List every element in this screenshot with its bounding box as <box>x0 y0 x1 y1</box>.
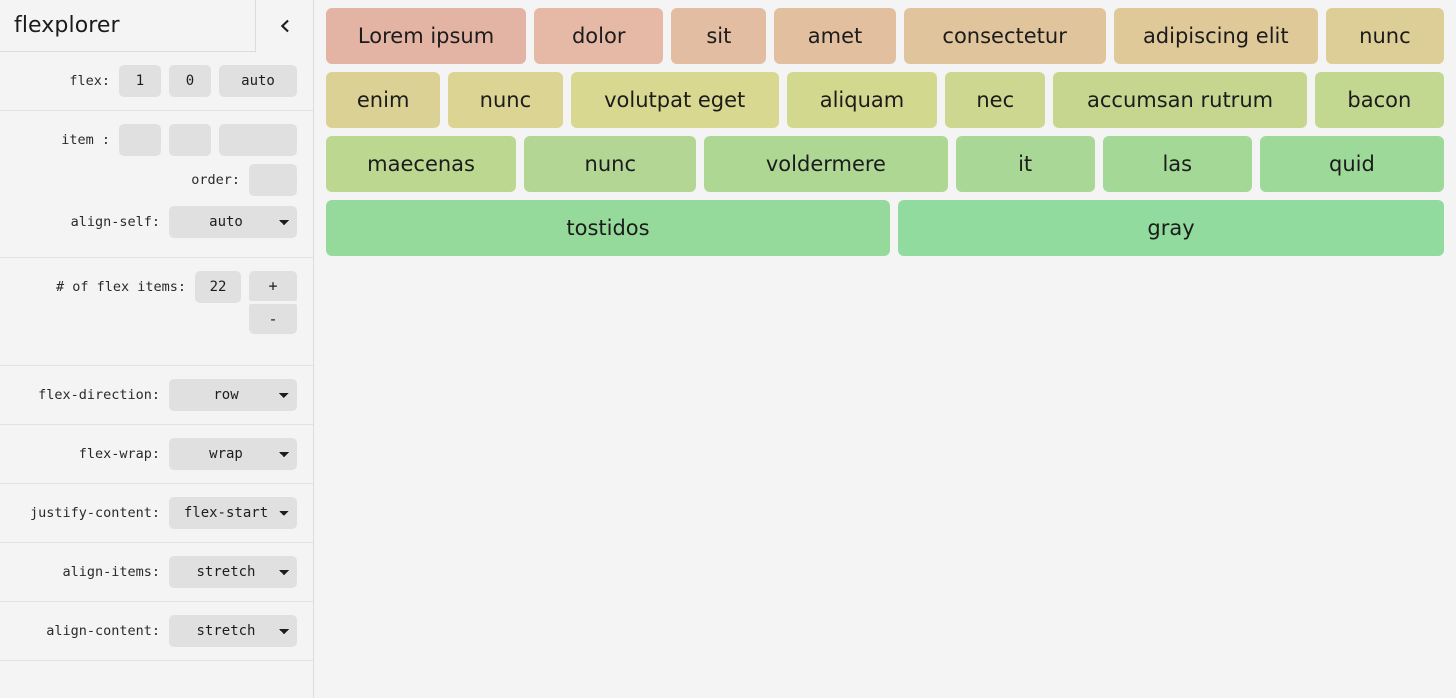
flex-item-label: dolor <box>571 24 626 48</box>
flex-item-label: enim <box>356 88 410 112</box>
justify-content-controls: flex-startflex-endcenterspace-betweenspa… <box>169 497 297 529</box>
flex-item[interactable]: maecenas <box>326 136 517 192</box>
flex-direction-label: flex-direction: <box>38 387 160 403</box>
sidebar-collapse-button[interactable] <box>255 0 313 52</box>
increment-flex-items-button[interactable]: + <box>249 271 297 301</box>
flex-item-label: nunc <box>584 152 636 176</box>
align-content-select[interactable]: stretchflex-startflex-endcenterspace-bet… <box>169 615 297 647</box>
flex-item[interactable]: volutpat eget <box>570 72 779 128</box>
flex-item[interactable]: bacon <box>1314 72 1444 128</box>
flex-item-label: adipiscing elit <box>1142 24 1289 48</box>
order-input[interactable] <box>249 164 297 196</box>
flex-item-count-controls: + - <box>195 271 297 334</box>
flex-preview-area: Lorem ipsum dolor sit amet consectetur adipis… <box>314 0 1456 698</box>
flex-item-label: tostidos <box>566 216 650 240</box>
flex-item[interactable]: it <box>955 136 1095 192</box>
flex-wrap-label: flex-wrap: <box>78 446 160 462</box>
align-self-label: align-self: <box>70 214 160 230</box>
flex-item-count-label: # of flex items: <box>55 279 186 295</box>
flex-basis-input[interactable] <box>219 65 297 97</box>
flex-shrink-input[interactable] <box>169 65 211 97</box>
flex-item[interactable]: sit <box>671 8 767 64</box>
flex-label: flex: <box>69 73 110 89</box>
flex-item[interactable]: nunc <box>1325 8 1444 64</box>
flex-item[interactable]: adipiscing elit <box>1113 8 1318 64</box>
flex-item[interactable]: Lorem ipsum <box>326 8 527 64</box>
item-label: item : <box>61 132 110 148</box>
flex-item-label: consectetur <box>942 24 1067 48</box>
sidebar-row-align-self: align-self: autoflex-startflex-endcenter… <box>0 200 313 258</box>
flex-item[interactable]: dolor <box>534 8 664 64</box>
flex-item[interactable]: quid <box>1259 136 1445 192</box>
item-grow-input[interactable] <box>119 124 161 156</box>
flex-item[interactable]: las <box>1102 136 1252 192</box>
flex-controls <box>119 65 297 97</box>
flex-item-label: Lorem ipsum <box>357 24 495 48</box>
align-self-select[interactable]: autoflex-startflex-endcenterbaselinestre… <box>169 206 297 238</box>
sidebar-row-align-content: align-content: stretchflex-startflex-end… <box>0 602 313 661</box>
flex-item-label: nunc <box>1359 24 1411 48</box>
sidebar-row-order: order: <box>0 160 313 200</box>
flex-direction-select[interactable]: rowrow-reversecolumncolumn-reverse <box>169 379 297 411</box>
flex-item-label: accumsan rutrum <box>1086 88 1274 112</box>
sidebar-row-item-count: # of flex items: + - <box>0 258 313 366</box>
flex-item[interactable]: gray <box>898 200 1444 256</box>
align-content-controls: stretchflex-startflex-endcenterspace-bet… <box>169 615 297 647</box>
flex-item[interactable]: tostidos <box>326 200 890 256</box>
app-title: flexplorer <box>14 13 120 38</box>
justify-content-select[interactable]: flex-startflex-endcenterspace-betweenspa… <box>169 497 297 529</box>
flex-grow-input[interactable] <box>119 65 161 97</box>
item-basis-input[interactable] <box>219 124 297 156</box>
flex-item-label: quid <box>1329 152 1375 176</box>
flex-item[interactable]: nec <box>945 72 1046 128</box>
flex-item-label: voldermere <box>765 152 886 176</box>
sidebar-header: flexplorer <box>0 0 313 52</box>
flex-item-count-stepper: + - <box>249 271 297 334</box>
flex-item-label: las <box>1162 152 1193 176</box>
flex-item-label: aliquam <box>819 88 905 112</box>
flex-item-label: gray <box>1147 216 1195 240</box>
sidebar-row-justify-content: justify-content: flex-startflex-endcente… <box>0 484 313 543</box>
align-items-controls: stretchflex-startflex-endcenterbaseline <box>169 556 297 588</box>
flex-item[interactable]: consectetur <box>903 8 1106 64</box>
flex-item[interactable]: nunc <box>524 136 697 192</box>
flex-item-label: nec <box>976 88 1015 112</box>
flex-wrap-controls: nowrapwrapwrap-reverse <box>169 438 297 470</box>
flex-item[interactable]: voldermere <box>704 136 948 192</box>
chevron-left-icon <box>278 19 292 33</box>
align-items-label: align-items: <box>62 564 160 580</box>
flex-container: Lorem ipsum dolor sit amet consectetur adipis… <box>322 8 1448 256</box>
flex-direction-controls: rowrow-reversecolumncolumn-reverse <box>169 379 297 411</box>
sidebar-row-align-items: align-items: stretchflex-startflex-endce… <box>0 543 313 602</box>
flex-item[interactable]: aliquam <box>786 72 938 128</box>
flex-wrap-select[interactable]: nowrapwrapwrap-reverse <box>169 438 297 470</box>
flex-item-label: sit <box>706 24 732 48</box>
sidebar-row-flex-direction: flex-direction: rowrow-reversecolumncolu… <box>0 366 313 425</box>
align-self-controls: autoflex-startflex-endcenterbaselinestre… <box>169 206 297 238</box>
flex-item[interactable]: enim <box>326 72 441 128</box>
flex-item-label: bacon <box>1347 88 1412 112</box>
flex-item-label: nunc <box>479 88 532 112</box>
flex-item[interactable]: nunc <box>448 72 563 128</box>
item-controls <box>119 124 297 156</box>
flex-item-count-input[interactable] <box>195 271 241 303</box>
justify-content-label: justify-content: <box>29 505 160 521</box>
item-shrink-input[interactable] <box>169 124 211 156</box>
flex-item-label: maecenas <box>367 152 475 176</box>
flex-item-label: volutpat eget <box>604 88 746 112</box>
decrement-flex-items-button[interactable]: - <box>249 304 297 334</box>
flex-item[interactable]: amet <box>774 8 896 64</box>
align-items-select[interactable]: stretchflex-startflex-endcenterbaseline <box>169 556 297 588</box>
sidebar-row-flex: flex: <box>0 52 313 111</box>
flex-item[interactable]: accumsan rutrum <box>1053 72 1307 128</box>
settings-sidebar: flexplorer flex: item : <box>0 0 314 698</box>
align-content-label: align-content: <box>46 623 160 639</box>
sidebar-row-flex-wrap: flex-wrap: nowrapwrapwrap-reverse <box>0 425 313 484</box>
order-label: order: <box>191 172 240 188</box>
order-controls <box>249 164 297 196</box>
flex-item-label: amet <box>807 24 863 48</box>
flex-item-label: it <box>1018 152 1033 176</box>
sidebar-row-item: item : <box>0 111 313 160</box>
